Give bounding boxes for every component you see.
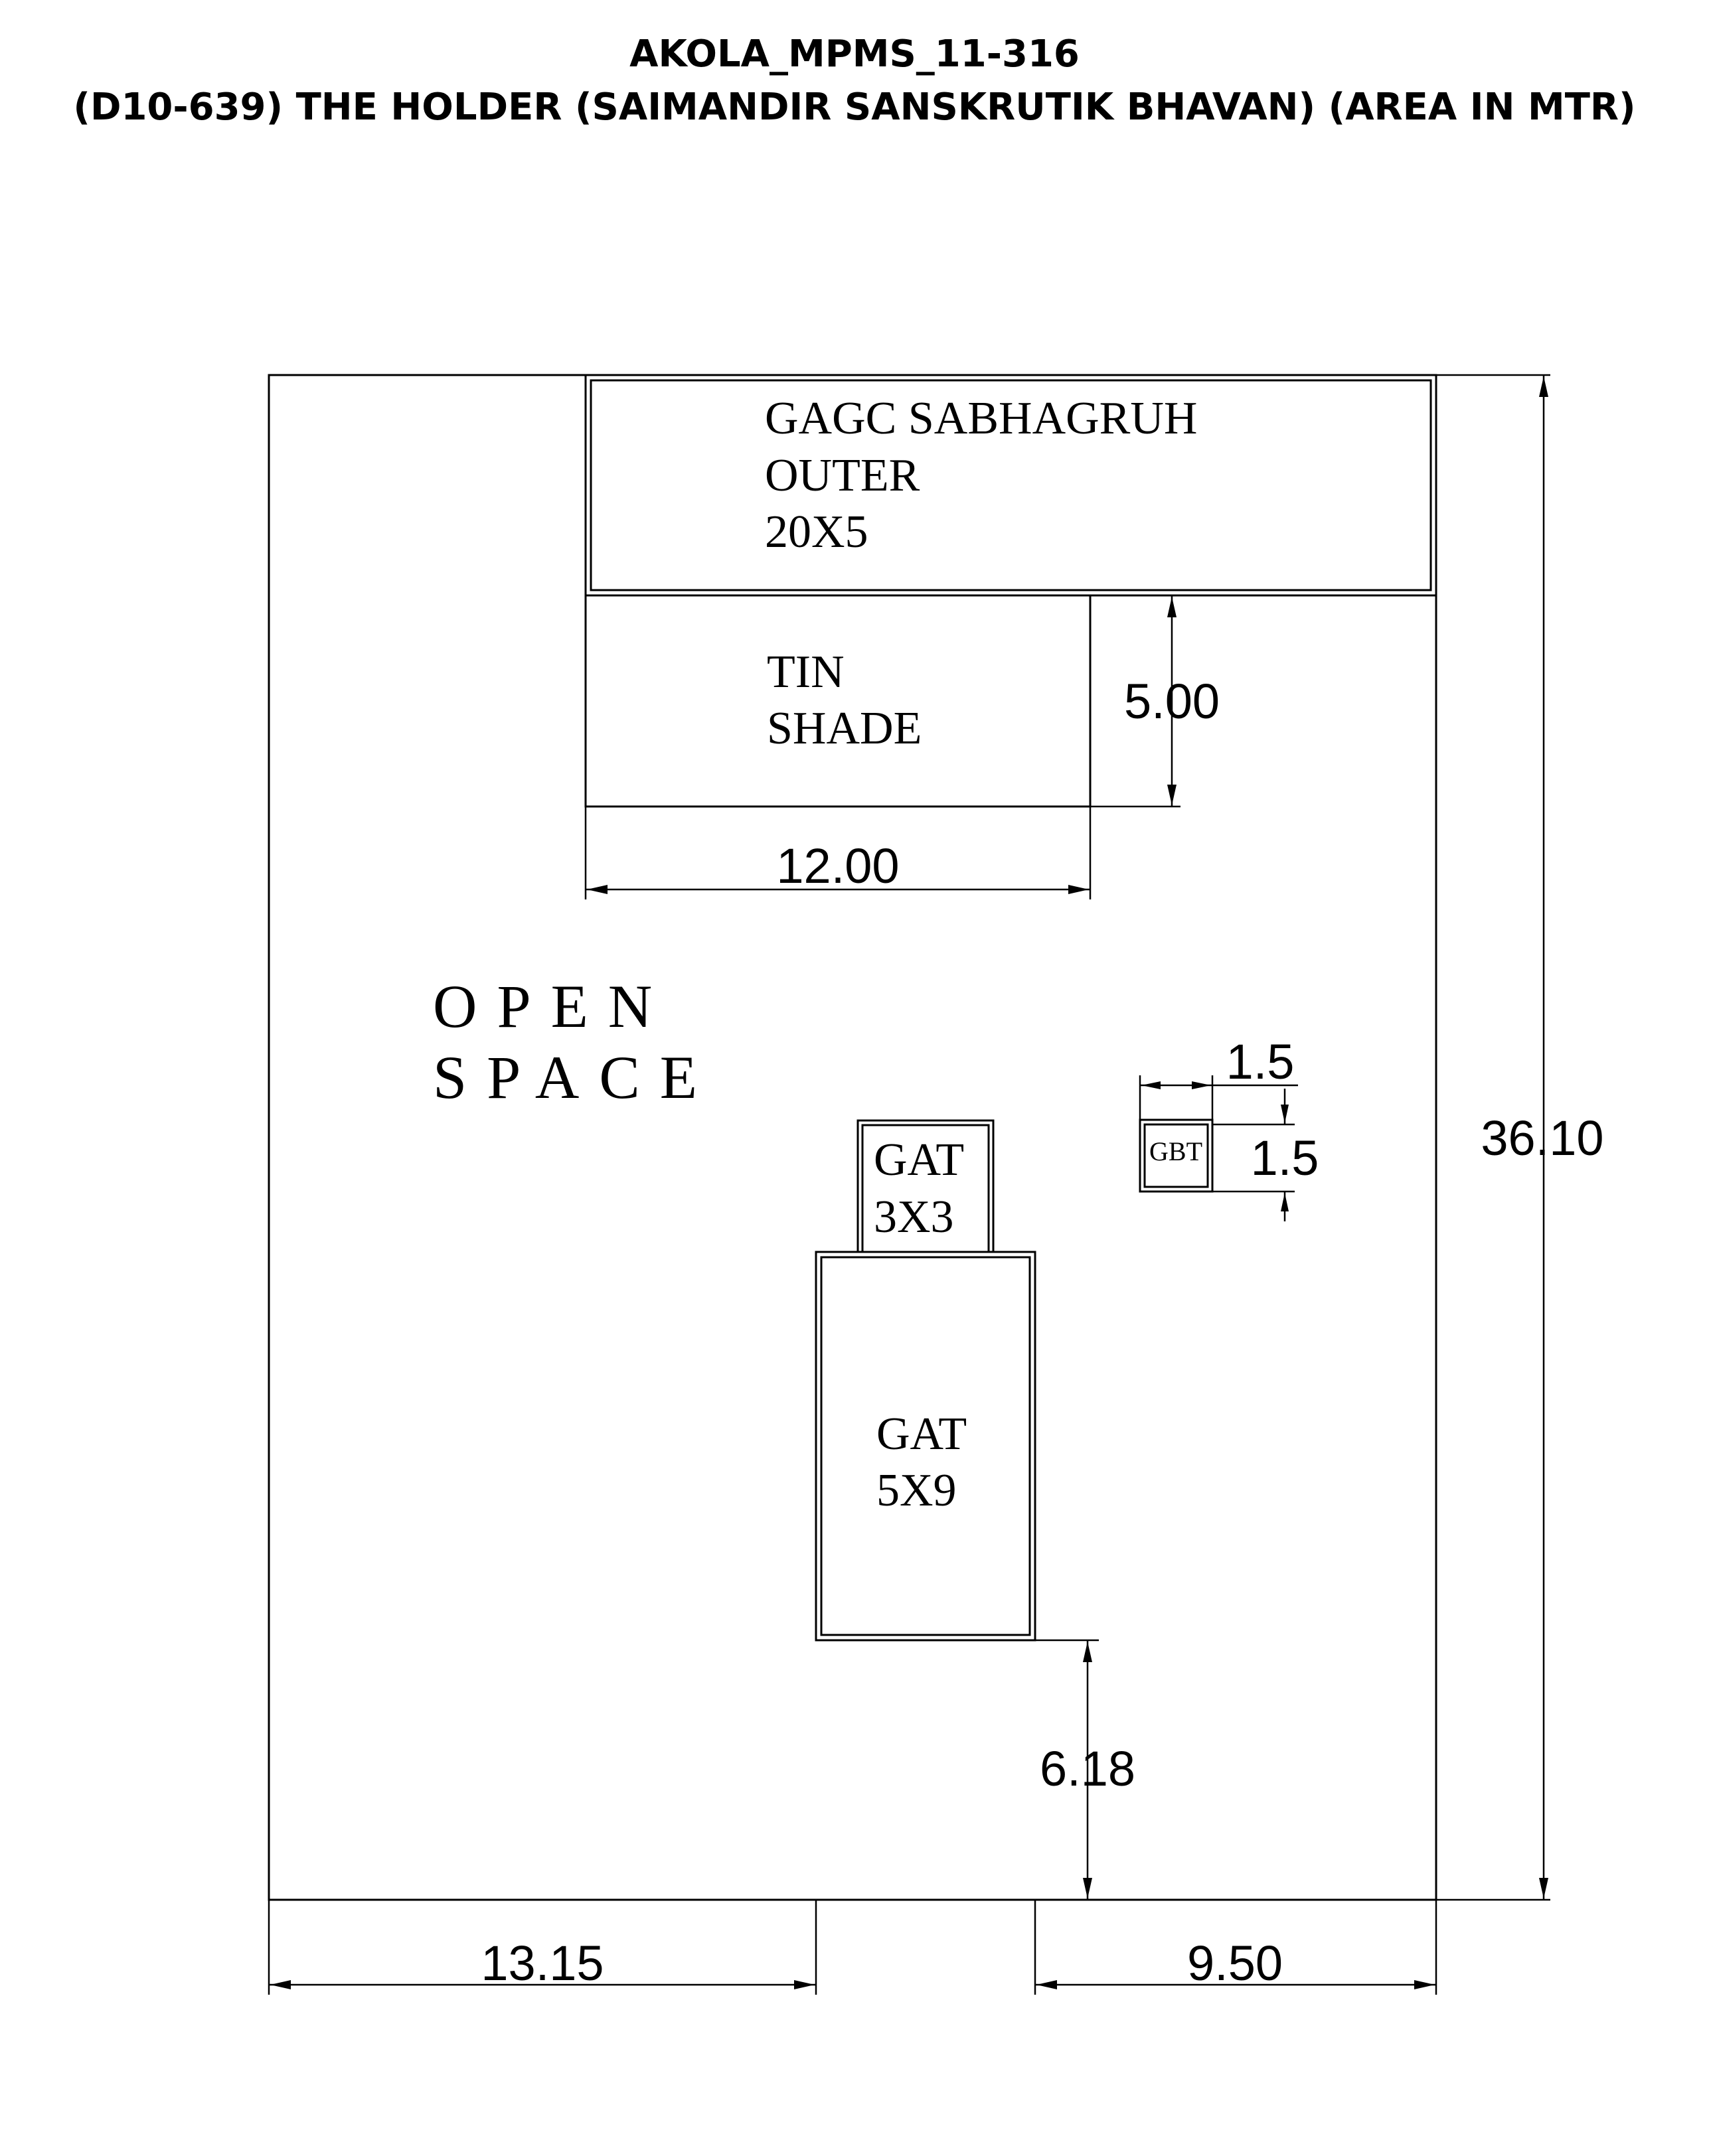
dimension-gbt-width: 1.5 — [1139, 1034, 1298, 1120]
dimension-label-left-offset: 13.15 — [481, 1936, 604, 1991]
dimension-label-plot-height: 36.10 — [1481, 1111, 1603, 1166]
gat-large-label-2: 5X9 — [876, 1465, 957, 1516]
dimension-left-offset: 13.15 — [268, 1900, 817, 1995]
open-space-label-1: OPEN — [433, 972, 672, 1040]
gat-small-label-2: 3X3 — [874, 1192, 954, 1243]
dimension-label-gbt-width: 1.5 — [1226, 1034, 1295, 1089]
sabhagruh-label-2: OUTER — [765, 450, 920, 501]
dimension-label-right-offset: 9.50 — [1187, 1936, 1283, 1991]
gat-large-label-1: GAT — [876, 1409, 967, 1460]
open-space-label: OPEN SPACE — [433, 972, 717, 1111]
dimension-tin-shade-height: 5.00 — [1090, 595, 1220, 808]
sabhagruh-label-3: 20X5 — [765, 506, 868, 558]
gat-large-room: GAT 5X9 — [815, 1251, 1036, 1642]
drawing-title-line1: AKOLA_MPMS_11-316 — [629, 33, 1080, 76]
dimension-right-offset: 9.50 — [1034, 1900, 1437, 1995]
dimension-label-tin-shade-width: 12.00 — [776, 838, 899, 893]
dimension-label-gbt-height: 1.5 — [1251, 1130, 1319, 1186]
dimension-gat-to-boundary: 6.18 — [1035, 1639, 1135, 1900]
gbt-label: GBT — [1149, 1136, 1202, 1166]
dimension-label-gat-to-boundary: 6.18 — [1040, 1741, 1135, 1796]
sabhagruh-label-1: GAGC SABHAGRUH — [765, 393, 1197, 444]
dimension-plot-height: 36.10 — [1436, 374, 1604, 1901]
dimension-gbt-height: 1.5 — [1212, 1089, 1319, 1221]
dimension-label-tin-shade-height: 5.00 — [1124, 674, 1220, 729]
sabhagruh-room: GAGC SABHAGRUH OUTER 20X5 — [584, 374, 1437, 597]
gat-small-label-1: GAT — [874, 1134, 964, 1186]
gbt-tank: GBT — [1139, 1118, 1214, 1193]
tin-shade-label-2: SHADE — [767, 703, 922, 754]
open-space-label-2: SPACE — [433, 1043, 717, 1111]
gat-small-room: GAT 3X3 — [856, 1119, 995, 1253]
drawing-title-line2: (D10-639) THE HOLDER (SAIMANDIR SANSKRUT… — [73, 86, 1635, 129]
dimension-tin-shade-width: 12.00 — [584, 807, 1092, 899]
tin-shade-area: TIN SHADE — [584, 595, 1092, 808]
tin-shade-label-1: TIN — [767, 647, 845, 698]
